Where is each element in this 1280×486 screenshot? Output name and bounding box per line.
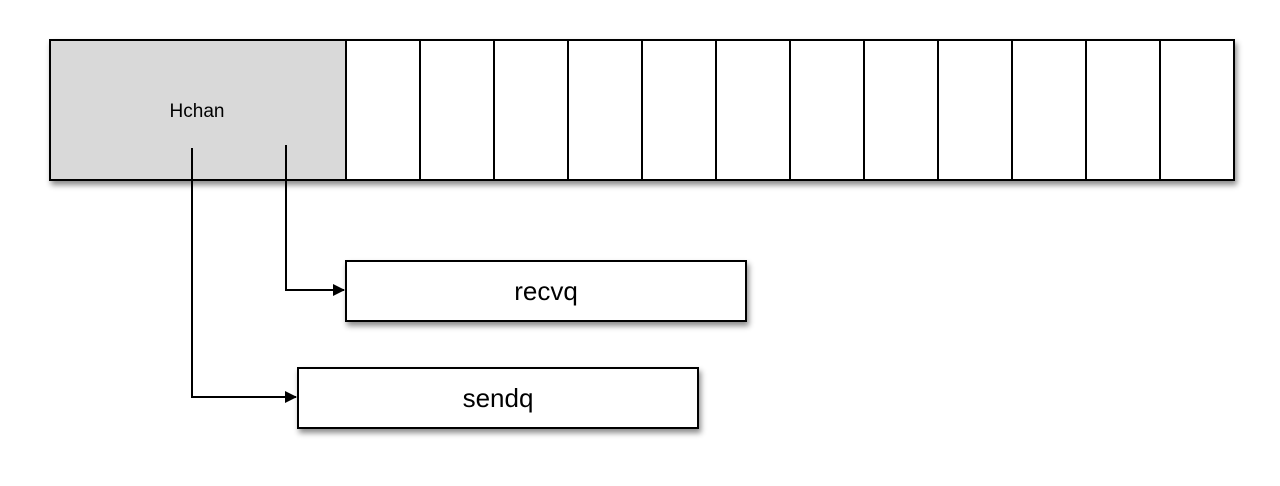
buffer-cell [715, 39, 791, 181]
recvq-label: recvq [514, 276, 578, 306]
hchan-label: Hchan [170, 101, 225, 122]
buffer-cell [641, 39, 717, 181]
buffer-cell [863, 39, 939, 181]
buffer-cell [345, 39, 421, 181]
buffer-cell [937, 39, 1013, 181]
channel-buffer: Hchan [49, 39, 1235, 181]
buffer-cell [1159, 39, 1235, 181]
sendq-box: sendq [297, 367, 699, 429]
buffer-cell [789, 39, 865, 181]
buffer-cell [493, 39, 569, 181]
buffer-cell [567, 39, 643, 181]
buffer-cell [419, 39, 495, 181]
buffer-cells [345, 39, 1235, 181]
buffer-cell [1085, 39, 1161, 181]
sendq-pointer-arrow [191, 148, 297, 403]
recvq-pointer-arrow [285, 145, 345, 296]
recvq-box: recvq [345, 260, 747, 322]
buffer-cell [1011, 39, 1087, 181]
hchan-header-cell [51, 41, 346, 179]
sendq-label: sendq [463, 383, 534, 413]
